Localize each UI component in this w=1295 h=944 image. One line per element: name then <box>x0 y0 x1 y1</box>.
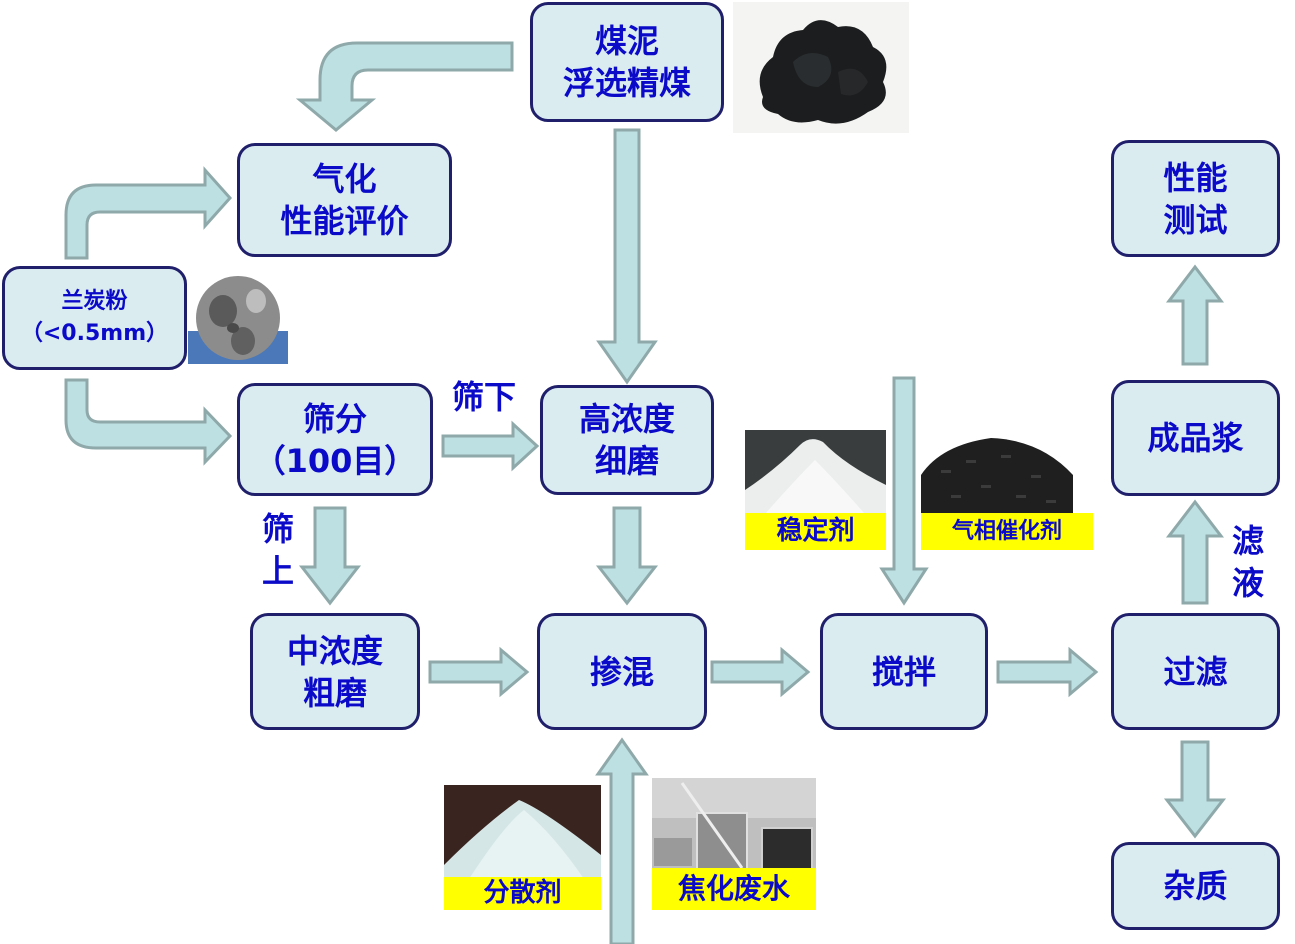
node-text: （<0.5mm） <box>20 321 169 346</box>
label-text: 筛 <box>262 510 295 548</box>
caption-gas-catalyst: 气相催化剂 <box>921 513 1093 550</box>
caption-stabilizer: 稳定剂 <box>745 513 886 550</box>
arrow-screening-to-high-conc <box>441 420 540 472</box>
node-coal-slime: 煤泥 浮选精煤 <box>530 2 724 122</box>
node-high-conc-grinding: 高浓度 细磨 <box>540 385 714 495</box>
arrow-additives-to-stirring <box>879 376 929 606</box>
node-text: 筛分 <box>302 399 367 438</box>
arrow-additives-to-blending <box>595 737 649 944</box>
label-text: 滤 <box>1232 522 1265 560</box>
node-text: 细磨 <box>594 442 659 480</box>
node-text: 兰炭粉 <box>61 289 128 314</box>
node-text: 掺混 <box>589 652 654 691</box>
label-undersize: 筛下 <box>452 378 517 416</box>
node-text: 粗磨 <box>302 673 367 712</box>
node-text: 高浓度 <box>578 400 675 438</box>
node-performance-test: 性能 测试 <box>1111 140 1280 257</box>
node-text: 过滤 <box>1163 652 1228 691</box>
arrow-screening-to-medium-conc <box>298 506 362 606</box>
node-blending: 掺混 <box>537 613 707 730</box>
caption-dispersant: 分散剂 <box>444 877 601 910</box>
photo-coking-wastewater <box>652 778 816 870</box>
arrow-high-conc-to-blending <box>595 506 659 606</box>
node-text: 性能 <box>1163 158 1228 197</box>
node-filtration: 过滤 <box>1111 613 1280 730</box>
label-filtrate: 滤 液 <box>1232 520 1264 604</box>
node-gasification-evaluation: 气化 性能评价 <box>237 143 452 257</box>
node-product-slurry: 成品浆 <box>1111 380 1280 496</box>
label-oversize: 筛 上 <box>262 508 294 592</box>
caption-coking-wastewater: 焦化废水 <box>652 868 816 910</box>
arrow-blending-to-stirring <box>710 646 811 698</box>
node-text: 性能评价 <box>280 202 409 240</box>
arrow-slime-to-high-conc <box>596 128 658 385</box>
arrow-semicoke-to-gasification <box>64 166 233 260</box>
node-text: 煤泥 <box>594 22 659 60</box>
label-text: 液 <box>1232 564 1265 602</box>
node-text: 杂质 <box>1163 867 1228 905</box>
photo-dispersant <box>444 785 601 879</box>
node-text: 中浓度 <box>286 631 383 670</box>
node-text: 气化 <box>312 160 377 198</box>
node-text: 测试 <box>1163 200 1228 239</box>
arrow-semicoke-to-screening <box>64 378 233 466</box>
arrow-medium-to-blending <box>428 646 530 698</box>
photo-coal-slime <box>733 2 909 133</box>
node-text: 浮选精煤 <box>562 64 691 102</box>
node-stirring: 搅拌 <box>820 613 988 730</box>
node-medium-conc-grinding: 中浓度 粗磨 <box>250 613 420 730</box>
photo-stabilizer <box>745 430 886 514</box>
node-semi-coke-powder: 兰炭粉 （<0.5mm） <box>2 266 187 370</box>
node-text: （100目） <box>253 441 417 480</box>
node-screening: 筛分 （100目） <box>237 383 433 496</box>
photo-gas-catalyst <box>921 430 1073 514</box>
arrow-filtration-to-product <box>1165 499 1225 605</box>
arrow-slime-to-gasification <box>295 41 514 132</box>
node-impurities: 杂质 <box>1111 842 1280 930</box>
arrow-filtration-to-impurities <box>1163 740 1227 839</box>
node-text: 成品浆 <box>1147 419 1244 457</box>
arrow-product-to-test <box>1165 264 1225 366</box>
label-text: 上 <box>262 552 295 590</box>
photo-semi-coke-sem <box>188 276 288 364</box>
arrow-stirring-to-filtration <box>996 646 1099 698</box>
node-text: 搅拌 <box>871 652 936 691</box>
